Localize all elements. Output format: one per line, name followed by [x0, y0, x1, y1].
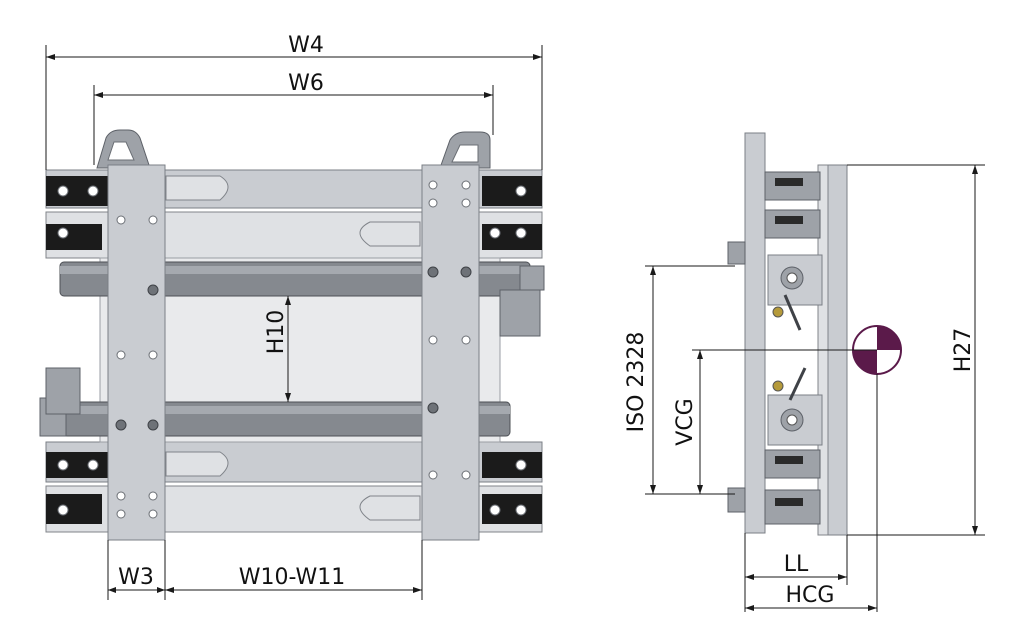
side-hooks-lower — [764, 449, 821, 525]
side-back-plate — [744, 132, 766, 534]
side-nub-lower — [727, 487, 746, 513]
label-w10-w11: W10-W11 — [239, 565, 346, 590]
dimension-h10: H10 — [264, 296, 291, 402]
right-vertical-plate — [421, 164, 480, 541]
lifting-eye-right — [439, 131, 491, 169]
label-h27: H27 — [951, 328, 976, 373]
label-iso: ISO 2328 — [624, 332, 649, 433]
dimension-h27: H27 — [847, 164, 985, 536]
dimension-vcg: VCG — [673, 349, 877, 494]
dimension-w10-w11: W10-W11 — [165, 540, 423, 600]
upper-cylinder — [59, 261, 545, 297]
fork-tine-3 — [165, 451, 229, 477]
dimension-ll: LL — [744, 533, 848, 612]
side-nub-upper — [727, 241, 746, 265]
side-cylinder-mount-upper — [767, 254, 823, 331]
bracket-right — [499, 289, 541, 337]
dimension-w4: W4 — [45, 33, 543, 170]
fork-tine-4 — [359, 495, 421, 521]
label-w3: W3 — [118, 565, 154, 590]
dimension-w6: W6 — [93, 71, 494, 165]
dimension-w3: W3 — [107, 540, 166, 600]
lifting-eye-left — [96, 129, 151, 169]
label-ll: LL — [784, 552, 809, 577]
label-w4: W4 — [288, 33, 324, 58]
dimension-hcg: HCG — [745, 374, 878, 612]
fork-tine-1 — [165, 175, 229, 201]
dimension-iso: ISO 2328 — [624, 265, 735, 495]
side-view: ISO 2328 VCG H27 LL — [624, 132, 985, 612]
side-cylinder-mount-lower — [767, 367, 823, 446]
label-h10: H10 — [264, 310, 289, 355]
label-hcg: HCG — [786, 583, 835, 608]
side-hooks-upper — [764, 171, 821, 239]
label-vcg: VCG — [673, 398, 698, 445]
fork-tine-2 — [359, 221, 421, 247]
bracket-left — [45, 367, 81, 415]
front-view: W4 W6 H10 W3 W10-W11 — [39, 33, 545, 600]
label-w6: W6 — [288, 71, 324, 96]
left-vertical-plate — [107, 164, 166, 541]
